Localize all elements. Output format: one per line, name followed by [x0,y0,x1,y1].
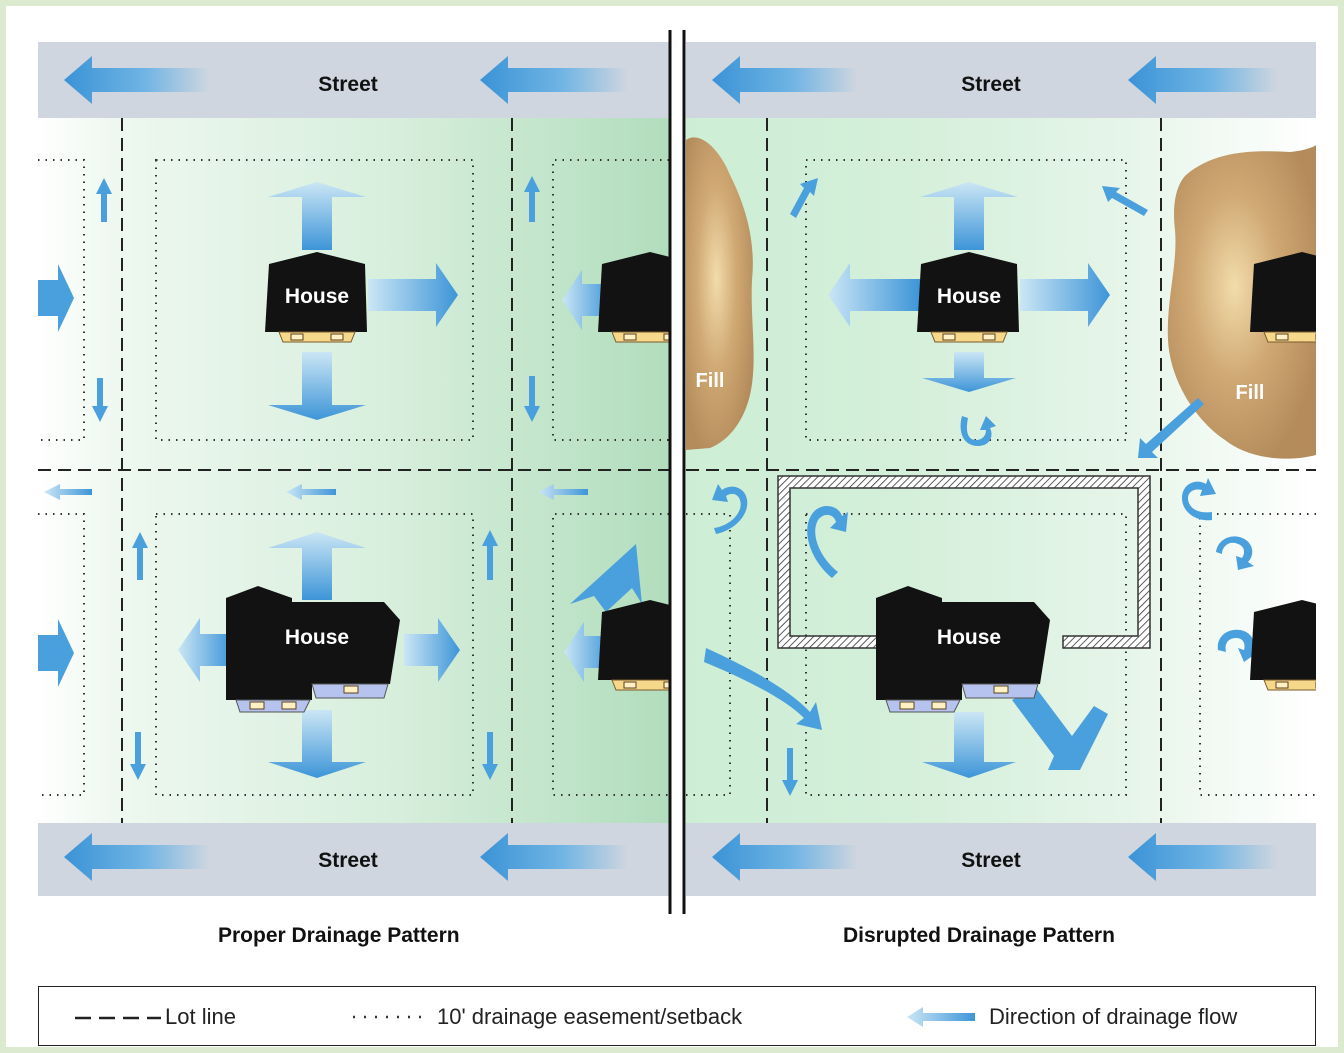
swirl-arrow [1182,478,1216,521]
house-label: House [285,626,349,649]
small-flow-arrow [482,530,498,580]
house-label: House [937,626,1001,649]
disrupted-pattern-title: Disrupted Drainage Pattern [843,924,1115,947]
street-label: Street [318,849,378,872]
small-flow-arrow [524,176,540,222]
disrupted-drainage-panel [686,42,1316,896]
legend: Lot line 10' drainage easement/setback D… [38,986,1316,1046]
flow-arrow-down [922,712,1016,778]
flow-arrow-down [268,710,366,778]
flow-arrow-right [1020,263,1110,327]
flow-arrow-diagonal [1012,688,1108,770]
fill-mound-right [1167,145,1316,459]
flow-arrow-curved [704,648,822,730]
flow-arrow-right [38,264,74,332]
drainage-flow-arrows-right [704,178,1258,796]
street-arrows-left [64,56,628,881]
street-arrows-right [712,56,1278,881]
fill-mound-left [686,137,754,451]
small-flow-arrow [92,378,108,422]
flow-arrow-right [404,618,460,682]
flow-arrow-curved [1138,398,1204,458]
proper-pattern-title: Proper Drainage Pattern [218,924,460,947]
lot-line-swatch [75,1016,161,1020]
small-flow-arrow [96,178,112,222]
proper-drainage-panel [38,42,669,896]
street-label: Street [961,849,1021,872]
fill-label: Fill [1236,382,1265,404]
small-flow-arrow [790,178,818,218]
flow-arrow-diagonal [570,544,642,612]
flow-arrow-left [178,618,232,682]
flow-arrow-left [828,263,920,327]
flow-arrow-down [922,352,1016,392]
lot-lines [38,118,669,823]
lawn-area [38,118,669,823]
lot-lines [686,118,1316,823]
street-label: Street [318,73,378,96]
house-partial-upper-right [1249,251,1316,343]
drainage-easements [38,159,669,796]
swirl-arrow [712,484,748,534]
drainage-easements [686,159,1316,796]
house-label: House [285,285,349,308]
small-flow-arrow [286,484,336,500]
small-flow-arrow [782,748,798,796]
legend-flow: Direction of drainage flow [989,1004,1238,1029]
small-flow-arrow [524,376,540,422]
swirl-arrow [1216,536,1254,570]
legend-lot-line: Lot line [165,1004,236,1029]
labels: Street Street Street Street House House … [285,73,1265,872]
flow-arrow-right [368,263,458,327]
small-flow-arrow [44,484,92,500]
legend-easement: 10' drainage easement/setback [437,1004,743,1029]
street-label: Street [961,73,1021,96]
flow-arrow-swatch [907,1007,975,1027]
small-flow-arrow [482,732,498,780]
flow-arrow-up [268,532,366,600]
small-flow-arrow [132,532,148,580]
flow-arrow-down [268,352,366,420]
fill-label: Fill [696,370,725,392]
swirl-arrow [807,505,848,578]
flow-arrow-right [38,619,74,687]
swirl-arrow [960,416,996,446]
house-partial-lower-right [1249,599,1316,691]
house-label: House [937,285,1001,308]
small-flow-arrow [130,732,146,780]
flow-arrow-up [920,182,1018,250]
easement-swatch [353,1015,425,1019]
swirl-arrow [1217,629,1258,662]
small-flow-arrow [538,484,588,500]
flow-arrow-up [268,182,366,250]
small-flow-arrow [1102,186,1148,216]
